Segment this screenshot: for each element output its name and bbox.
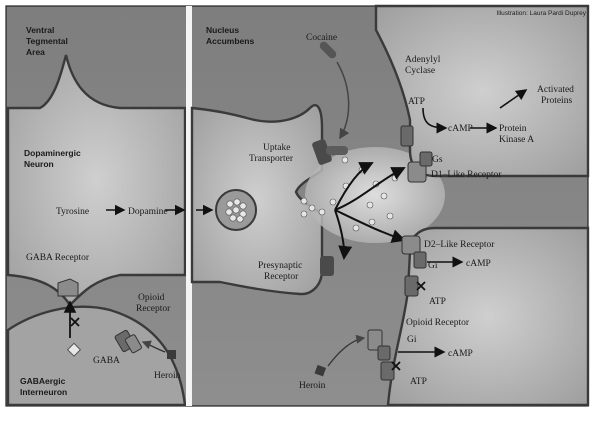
- gabaergic-label-1: GABAergic: [20, 376, 66, 386]
- gi-low-label: Gi: [407, 335, 417, 345]
- opioid-right-label: Opioid Receptor: [406, 318, 470, 328]
- nucleus-label-2: Accumbens: [206, 36, 254, 46]
- gabaergic-label-2: Interneuron: [20, 387, 67, 397]
- heroin-left-label: Heroin: [154, 371, 181, 381]
- gi-mid-label: Gi: [428, 261, 438, 271]
- camp-low-label: cAMP: [448, 349, 473, 359]
- presynaptic-label-1: Presynaptic: [258, 261, 302, 271]
- gaba-receptor-shape: [58, 279, 78, 296]
- heroin-right-label: Heroin: [299, 381, 326, 391]
- adenylyl-label-2: Cyclase: [405, 66, 435, 76]
- presynaptic-label-2: Receptor: [264, 272, 299, 282]
- pka-label-1: Protein: [499, 124, 527, 134]
- d2-label: D2–Like Receptor: [424, 240, 495, 250]
- presynaptic-receptor-shape: [320, 256, 334, 276]
- gs-label: Gs: [432, 155, 443, 165]
- uptake-label-2: Transporter: [249, 154, 294, 164]
- pka-label-2: Kinase A: [499, 135, 534, 145]
- adenylyl-label-1: Adenylyl: [405, 55, 441, 65]
- vta-label-2: Tegmental: [26, 36, 68, 46]
- uptake-label-1: Uptake: [263, 143, 290, 153]
- activated-label-2: Proteins: [541, 96, 572, 106]
- atp-top-label: ATP: [408, 97, 425, 107]
- dopaminergic-label-1: Dopaminergic: [24, 148, 81, 158]
- opioid-left-label-1: Opioid: [138, 293, 165, 303]
- dopamine-label: Dopamine: [128, 207, 168, 217]
- nucleus-label-1: Nucleus: [206, 25, 239, 35]
- vta-label-3: Area: [26, 47, 45, 57]
- heroin-molecule-left: [167, 350, 176, 359]
- gaba-receptor-label: GABA Receptor: [26, 253, 90, 263]
- illustration-credit: Illustration: Laura Pardi Duprey: [496, 10, 586, 17]
- cocaine-label: Cocaine: [306, 33, 337, 43]
- activated-label-1: Activated: [537, 85, 574, 95]
- atp-low-label: ATP: [410, 377, 427, 387]
- opioid-left-label-2: Receptor: [136, 304, 171, 314]
- atp-mid-label: ATP: [429, 297, 446, 307]
- dopaminergic-label-2: Neuron: [24, 159, 54, 169]
- vta-label-1: Ventral: [26, 25, 54, 35]
- gaba-label: GABA: [93, 356, 120, 366]
- camp-mid-label: cAMP: [466, 259, 491, 269]
- camp-top-label: cAMP: [448, 124, 473, 134]
- tyrosine-label: Tyrosine: [56, 207, 89, 217]
- d1-label: D1–Like Receptor: [431, 170, 502, 180]
